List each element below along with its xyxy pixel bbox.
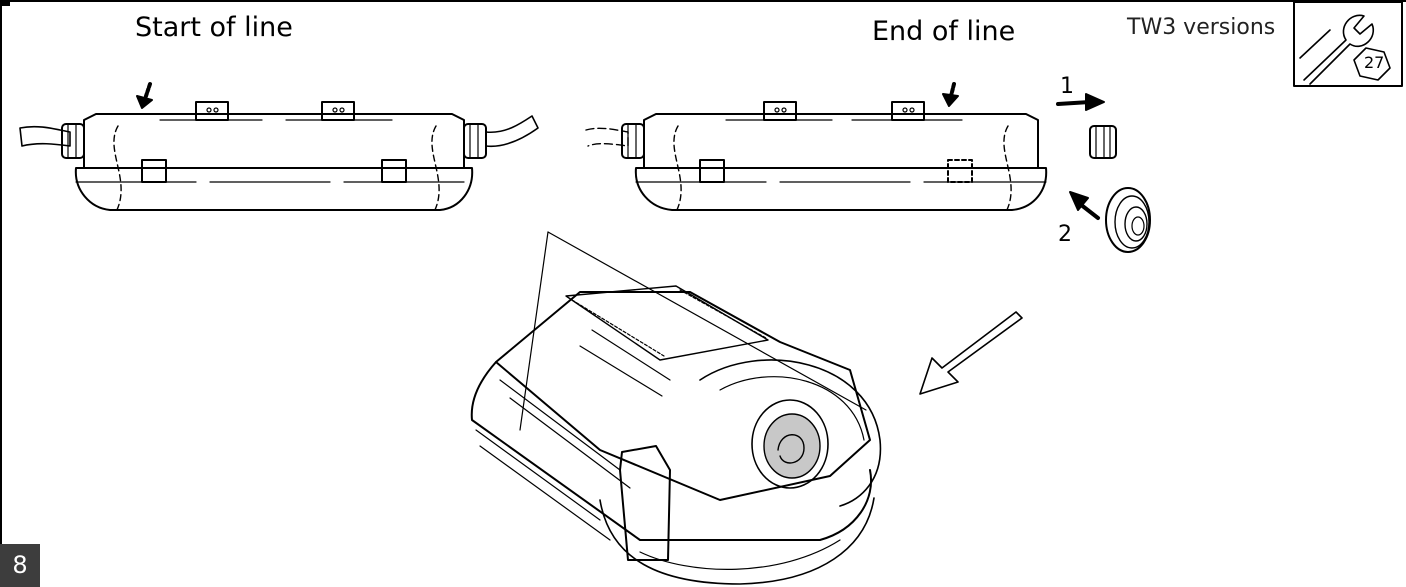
arrow-icon-start: [136, 82, 153, 109]
grommet-plug: [1105, 187, 1151, 253]
version-label: TW3 versions: [1127, 15, 1276, 40]
fixture-detail-view: [470, 231, 882, 585]
end-of-line-label: End of line: [872, 16, 1016, 47]
start-of-line-label: Start of line: [135, 12, 293, 43]
removed-gland: [1089, 125, 1117, 159]
arrow-icon-end: [942, 82, 959, 107]
arrow-icon-step-1: [1056, 93, 1105, 111]
fixture-end-of-line: [585, 101, 1048, 213]
arrow-icon-detail: [919, 311, 1023, 395]
corner-mark: [0, 0, 10, 6]
fixture-start-of-line: [19, 101, 539, 213]
wrench-icon: [1293, 1, 1403, 87]
page-number-badge: 8: [0, 544, 40, 587]
tool-number-label: 27: [1364, 53, 1385, 72]
arrow-icon-step-2: [1069, 191, 1100, 220]
step-1-label: 1: [1060, 74, 1074, 99]
step-2-label: 2: [1058, 222, 1072, 247]
